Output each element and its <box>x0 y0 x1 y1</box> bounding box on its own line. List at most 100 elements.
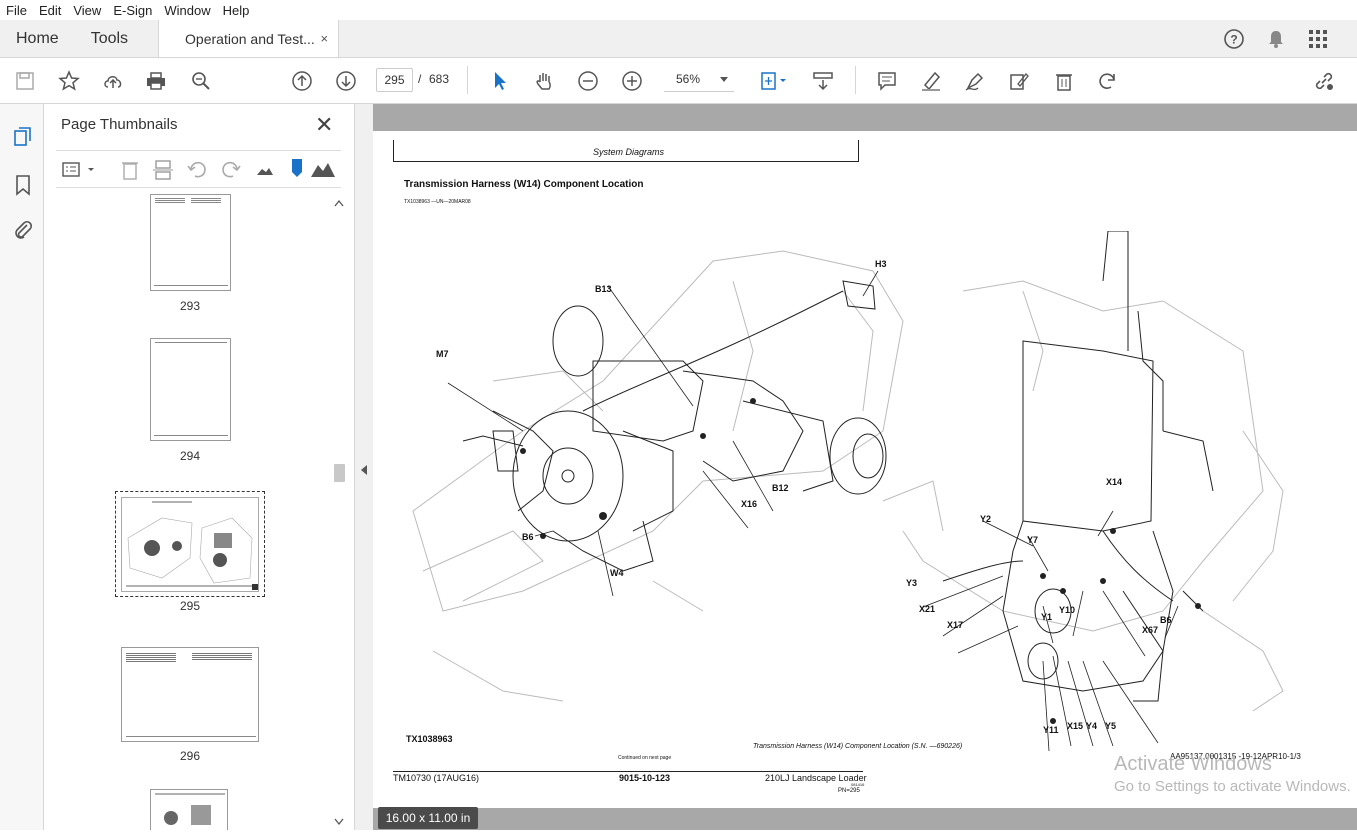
share-link-icon[interactable] <box>1311 68 1337 94</box>
thumbnail-label: 296 <box>179 749 201 763</box>
tab-bar: Home Tools Operation and Test... × ? <box>0 20 1357 58</box>
callout-label: X67 <box>1142 625 1159 635</box>
zoom-in-icon[interactable] <box>619 68 645 94</box>
save-icon[interactable] <box>12 68 38 94</box>
callout-label: Y11 <box>1043 725 1059 735</box>
transmission-harness-diagram <box>412 231 1284 751</box>
callout-label: X15 <box>1067 721 1084 731</box>
thumbnail-toolbar <box>56 150 341 188</box>
bell-icon[interactable] <box>1265 28 1287 50</box>
delete-page-icon[interactable] <box>120 159 140 181</box>
select-cursor-icon[interactable] <box>487 68 513 94</box>
reference-code: AA95137,0001315 -19-12APR10-1/3 <box>1170 752 1301 761</box>
collapse-panel-icon[interactable] <box>360 464 368 476</box>
callout-label: M7 <box>436 349 449 359</box>
toolbar-divider <box>855 66 856 94</box>
delete-icon[interactable] <box>1051 68 1077 94</box>
activation-watermark-sub: Go to Settings to activate Windows. <box>1114 778 1351 795</box>
callout-label: Y5 <box>1105 721 1117 731</box>
edit-document-icon[interactable] <box>1006 68 1032 94</box>
page-thumbnails-icon[interactable] <box>12 126 34 148</box>
continued-note: Continued on next page <box>618 755 672 761</box>
callout-label: Y7 <box>1027 535 1039 545</box>
rotate-left-icon[interactable] <box>186 159 208 181</box>
menu-edit[interactable]: Edit <box>38 2 62 18</box>
activation-watermark: Activate Windows <box>1114 753 1272 775</box>
upload-cloud-icon[interactable] <box>100 68 126 94</box>
previous-page-icon[interactable] <box>289 68 315 94</box>
menu-help[interactable]: Help <box>222 2 250 18</box>
thumbnail-page-297[interactable] <box>150 789 228 830</box>
menu-esign[interactable]: E-Sign <box>113 2 153 18</box>
left-rail <box>0 104 44 830</box>
panel-close-icon[interactable]: ✕ <box>315 112 334 137</box>
tab-document[interactable]: Operation and Test... × <box>158 20 340 57</box>
zoom-search-icon[interactable] <box>188 68 214 94</box>
comment-icon[interactable] <box>874 68 900 94</box>
scroll-down-icon[interactable] <box>334 818 344 826</box>
zoom-out-icon[interactable] <box>575 68 601 94</box>
fit-page-icon[interactable] <box>756 68 790 94</box>
zoom-level-value: 56% <box>676 72 701 86</box>
scroll-thumb[interactable] <box>334 464 345 482</box>
star-icon[interactable] <box>56 68 82 94</box>
menu-view[interactable]: View <box>73 2 102 18</box>
attachment-icon[interactable] <box>12 219 34 241</box>
large-thumbnail-icon[interactable] <box>310 159 336 179</box>
thumbnail-diagram-preview <box>126 501 258 590</box>
thumbnail-label: 295 <box>179 599 201 613</box>
help-icon[interactable]: ? <box>1223 28 1245 50</box>
callout-label: B6 <box>522 532 534 542</box>
callout-label: Y4 <box>1086 721 1098 731</box>
document-viewer[interactable]: System Diagrams Transmission Harness (W1… <box>373 104 1357 830</box>
callout-label: Y1 <box>1041 612 1053 622</box>
highlight-pen-icon[interactable] <box>918 68 944 94</box>
sign-pen-icon[interactable] <box>962 68 988 94</box>
next-page-icon[interactable] <box>333 68 359 94</box>
page-header: System Diagrams <box>593 147 665 157</box>
thumbnail-page-296[interactable] <box>121 647 259 742</box>
callout-label: B12 <box>772 483 789 493</box>
tab-document-label: Operation and Test... <box>185 30 315 47</box>
callout-label: X16 <box>741 499 758 509</box>
panel-title: Page Thumbnails <box>61 116 178 133</box>
thumbnail-label: 293 <box>179 299 201 313</box>
thumbnail-page-293[interactable] <box>150 194 231 291</box>
menu-bar: File Edit View E-Sign Window Help <box>0 0 1357 20</box>
rotate-right-icon[interactable] <box>220 159 242 181</box>
scroll-mode-icon[interactable] <box>810 68 836 94</box>
slider-handle-icon[interactable] <box>290 157 304 179</box>
callout-label: B6 <box>1160 615 1172 625</box>
document-page: System Diagrams Transmission Harness (W1… <box>373 131 1357 808</box>
apps-grid-icon[interactable] <box>1307 28 1329 50</box>
callout-label: H3 <box>875 259 887 269</box>
menu-file[interactable]: File <box>6 2 27 18</box>
bookmark-icon[interactable] <box>12 174 34 196</box>
figure-id: TX1038963 <box>406 734 453 744</box>
hand-tool-icon[interactable] <box>531 68 557 94</box>
panel-collapse-strip[interactable] <box>354 104 373 830</box>
page-number-input[interactable]: 295 <box>376 68 413 92</box>
thumbnail-label: 294 <box>179 449 201 463</box>
redo-rotate-icon[interactable] <box>1095 68 1121 94</box>
callout-label: W4 <box>610 568 624 578</box>
tab-tools[interactable]: Tools <box>90 29 129 47</box>
thumbnail-options-icon[interactable] <box>62 161 98 179</box>
thumbnail-page-295-selected[interactable] <box>115 491 265 597</box>
small-thumbnail-icon[interactable] <box>256 163 274 177</box>
scroll-up-icon[interactable] <box>334 199 344 207</box>
menu-window[interactable]: Window <box>164 2 211 18</box>
print-icon[interactable] <box>143 68 169 94</box>
footer-right: 210LJ Landscape Loader <box>765 773 867 783</box>
zoom-level-select[interactable]: 56% <box>664 68 734 92</box>
footer-rule <box>393 771 863 772</box>
svg-text:?: ? <box>1230 32 1237 46</box>
thumbnail-page-294[interactable] <box>150 338 231 441</box>
tab-home[interactable]: Home <box>16 29 59 47</box>
tab-close-icon[interactable]: × <box>320 31 329 46</box>
callout-label: B13 <box>595 284 612 294</box>
figure-caption: Transmission Harness (W14) Component Loc… <box>753 743 963 750</box>
insert-page-icon[interactable] <box>152 159 174 181</box>
callout-label: X14 <box>1106 477 1123 487</box>
thumbnails-scrollbar[interactable] <box>332 196 346 830</box>
